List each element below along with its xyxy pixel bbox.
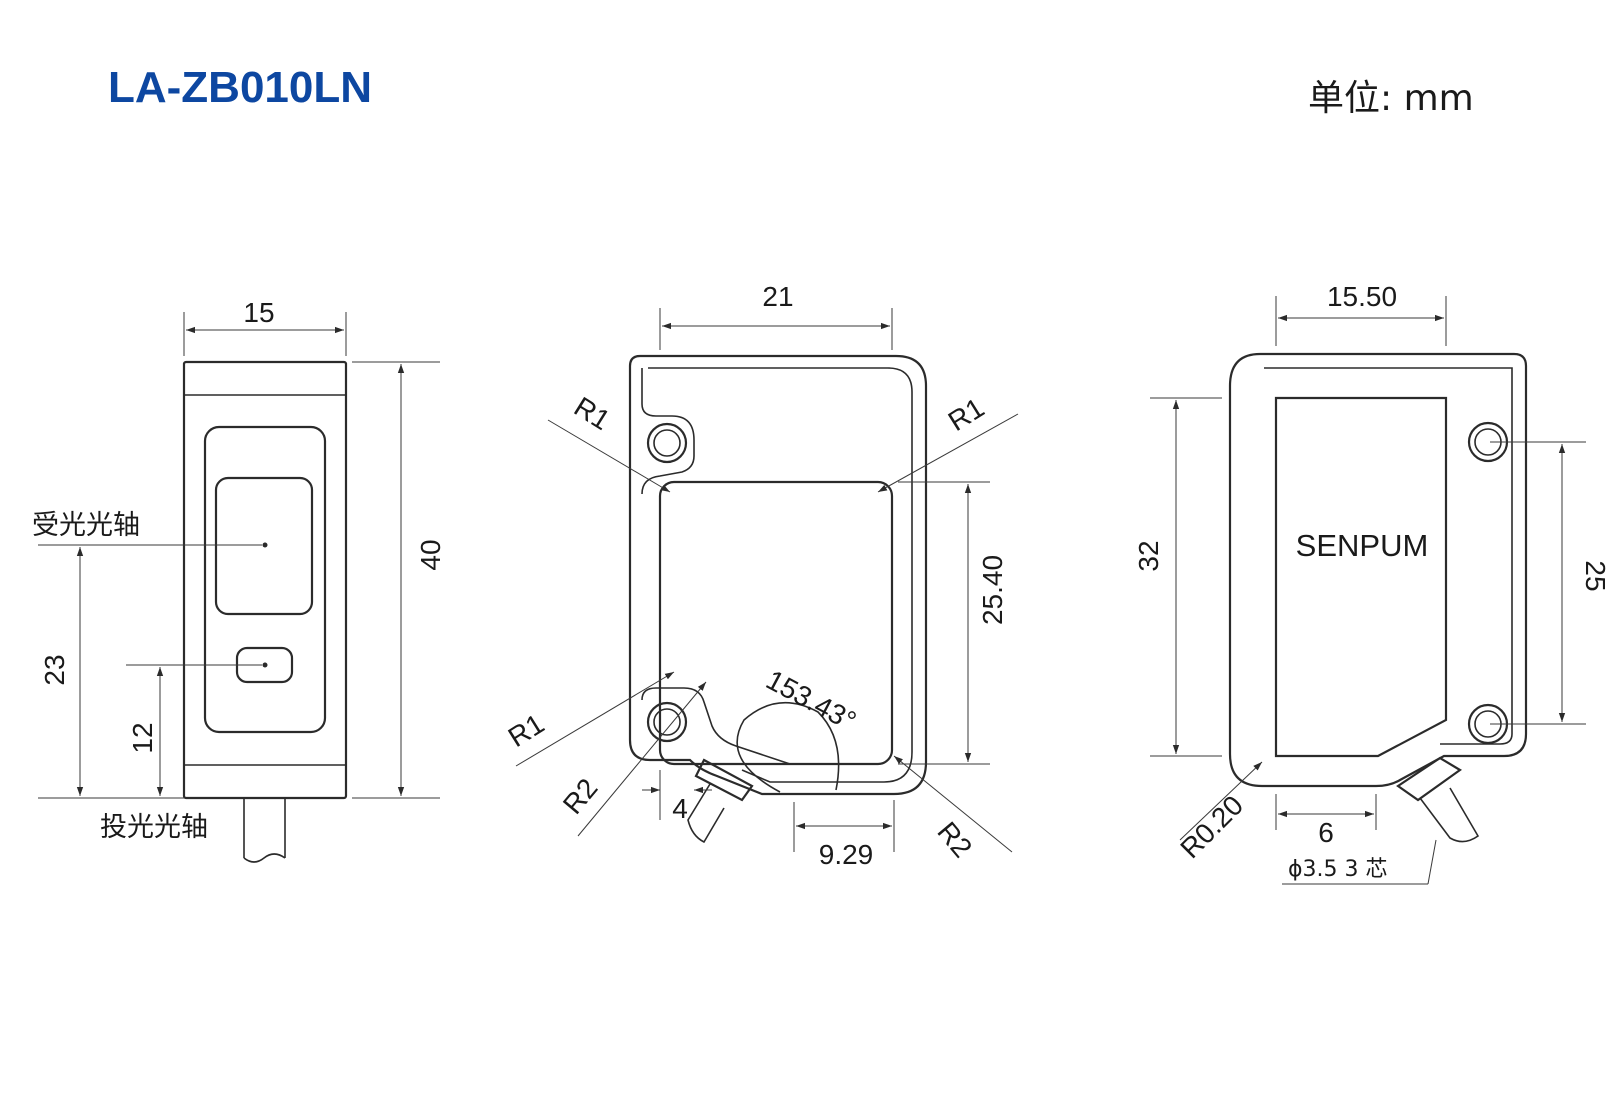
side-upper-hole <box>646 422 688 464</box>
side-angle-label: 153.43° <box>761 664 861 737</box>
emitter-axis-dot <box>262 662 268 668</box>
side-cable-gland <box>694 758 754 802</box>
r1-top-right-leader <box>877 413 1019 493</box>
cable-spec-label: ϕ3.5 3 芯 <box>1288 857 1387 882</box>
side-lower-hole <box>646 701 688 743</box>
back-bottom-dim: 6 <box>1318 817 1334 848</box>
r2-bottom-right-leader <box>893 755 1013 853</box>
r2-bottom-left-leader <box>577 681 707 837</box>
r1-top-right-label: R1 <box>943 392 990 437</box>
hole-offset-dim: 4 <box>672 793 688 824</box>
side-lower-ear <box>641 687 791 765</box>
side-upper-ear <box>641 368 695 495</box>
receiver-axis-dim: 23 <box>39 654 70 685</box>
corner-radius-label: R0.20 <box>1174 789 1249 864</box>
hole-pitch-dim: 25 <box>1580 560 1611 591</box>
front-height-dim: 40 <box>415 539 446 570</box>
back-cable <box>1419 787 1480 843</box>
cable-spec-leader <box>1427 839 1437 885</box>
cable-offset-dim: 9.29 <box>819 839 874 870</box>
r1-top-left-label: R1 <box>569 391 616 436</box>
front-body-outline <box>182 360 348 800</box>
side-lower-hole-inner <box>653 708 681 736</box>
back-cable-gland <box>1396 756 1463 802</box>
r1-bottom-left-leader <box>515 671 675 767</box>
model-title: LA-ZB010LN <box>108 63 372 112</box>
corner-radius-leader <box>1179 761 1263 841</box>
back-width-dim: 15.50 <box>1327 281 1397 312</box>
back-view: SENPUM 15.50 32 25 R0.20 6 ϕ3.5 3 <box>1133 281 1611 885</box>
r2-bottom-left-label: R2 <box>557 773 604 820</box>
side-body-inner-edge <box>648 367 913 783</box>
side-body-outline <box>628 354 928 796</box>
side-height-dim: 25.40 <box>977 555 1008 625</box>
emitter-axis-label: 投光光轴 <box>100 812 208 843</box>
brand-label: SENPUM <box>1296 528 1429 563</box>
front-lens-panel <box>203 425 327 734</box>
back-height-dim: 32 <box>1133 540 1164 571</box>
angle-arc <box>736 701 840 793</box>
side-window <box>658 480 894 766</box>
front-width-dim: 15 <box>243 297 274 328</box>
side-cable <box>687 783 725 844</box>
r2-bottom-right-label: R2 <box>931 816 978 863</box>
receiver-axis-dot <box>262 542 268 548</box>
unit-label: 单位: mm <box>1308 78 1474 119</box>
r1-bottom-left-label: R1 <box>503 708 550 753</box>
side-view: 153.43° 21 25.40 R1 R1 R1 R2 R2 4 9.29 <box>503 281 1019 870</box>
back-inner-edge <box>1264 367 1513 745</box>
receiver-window <box>214 476 314 616</box>
front-view: 15 40 23 受光光轴 12 投光光轴 <box>32 297 446 863</box>
receiver-axis-label: 受光光轴 <box>32 510 140 541</box>
side-upper-hole-inner <box>653 429 681 457</box>
r1-top-left-leader <box>547 419 671 493</box>
emitter-axis-dim: 12 <box>127 722 158 753</box>
front-cable-break <box>243 853 286 863</box>
back-label-window <box>1274 396 1448 758</box>
back-body-outline <box>1228 352 1528 788</box>
side-width-dim: 21 <box>762 281 793 312</box>
